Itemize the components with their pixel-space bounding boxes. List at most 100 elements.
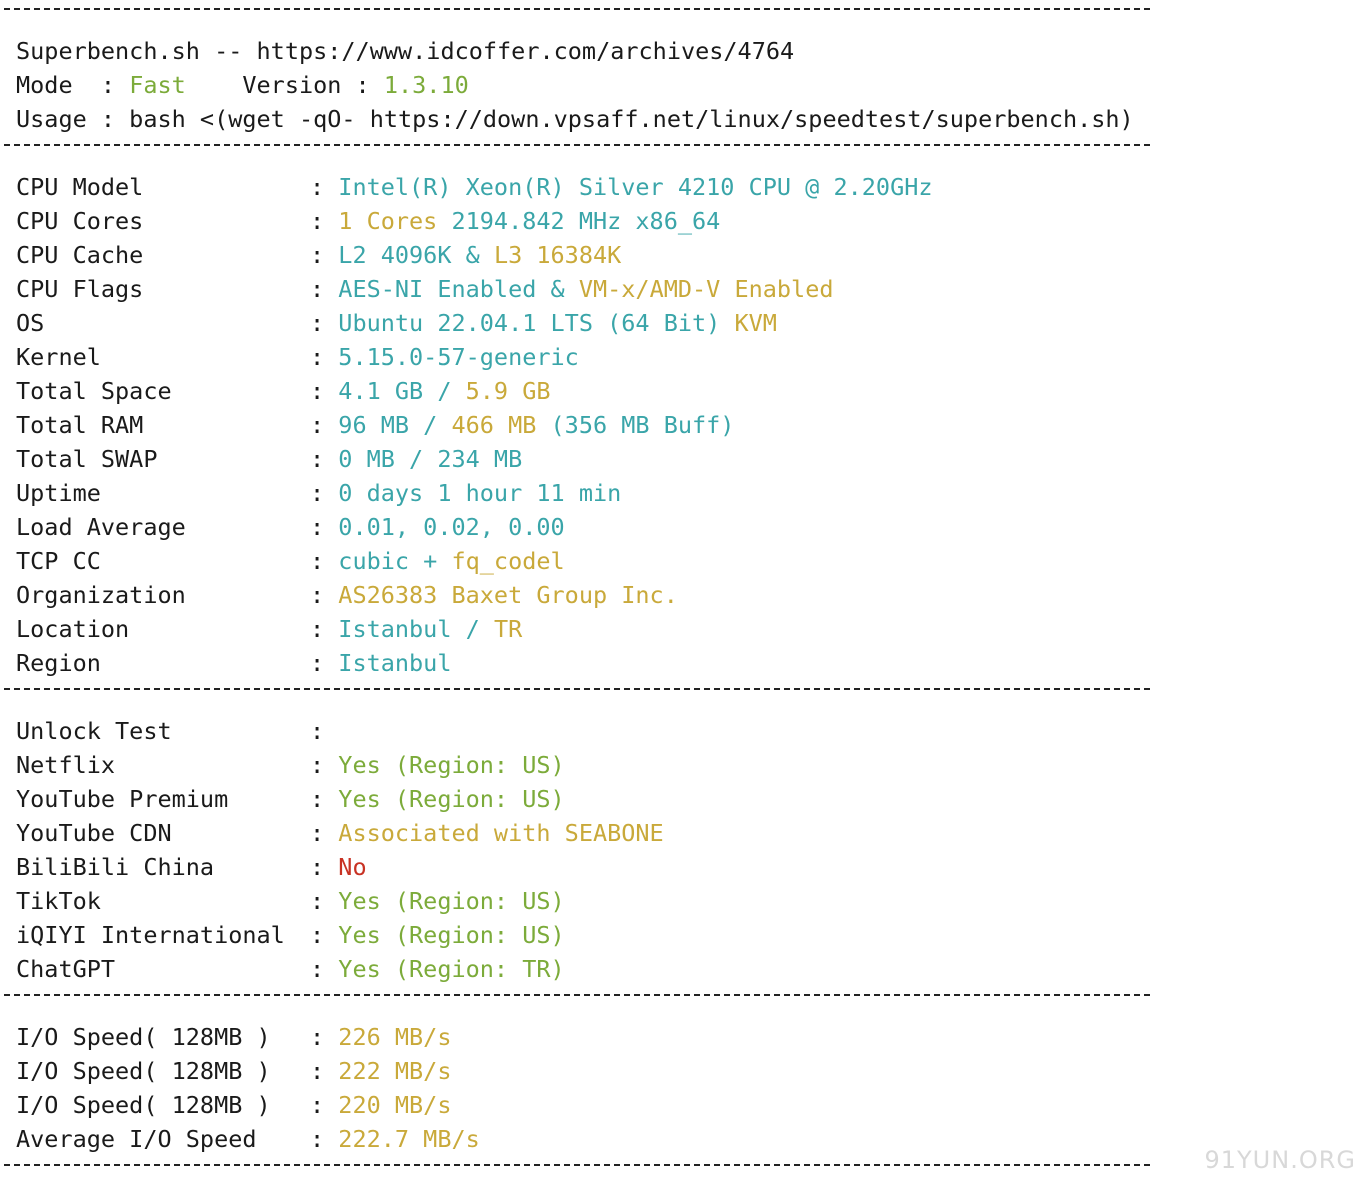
row-colon: : <box>310 785 339 813</box>
row-colon: : <box>310 547 339 575</box>
row-colon: : <box>310 241 339 269</box>
row-label: ChatGPT <box>16 955 116 983</box>
row-value: No <box>338 853 367 881</box>
row-colon: : <box>310 1125 339 1153</box>
mode-version-line: Mode : Fast Version : 1.3.10 <box>16 68 1356 102</box>
row-label: CPU Model <box>16 173 144 201</box>
row-value: 96 MB / <box>338 411 452 439</box>
sysinfo-row: Load Average: 0.01, 0.02, 0.00 <box>16 510 1356 544</box>
row-value: Yes (Region: US) <box>338 785 565 813</box>
io-speed-row: I/O Speed( 128MB ): 226 MB/s <box>16 1020 1356 1054</box>
row-value: (356 MB Buff) <box>536 411 735 439</box>
unlock-row: Unlock Test: <box>16 714 1356 748</box>
row-colon: : <box>310 343 339 371</box>
sysinfo-row: Total RAM: 96 MB / 466 MB (356 MB Buff) <box>16 408 1356 442</box>
row-value: Ubuntu 22.04.1 LTS (64 Bit) <box>338 309 735 337</box>
row-label: YouTube Premium <box>16 785 229 813</box>
row-label: Total RAM <box>16 411 144 439</box>
unlock-row: YouTube CDN: Associated with SEABONE <box>16 816 1356 850</box>
row-colon: : <box>310 717 339 745</box>
row-colon: : <box>310 887 339 915</box>
row-value: AS26383 Baxet Group Inc. <box>338 581 678 609</box>
separator-line <box>4 680 1356 714</box>
separator-line <box>4 136 1356 170</box>
row-label: CPU Cache <box>16 241 144 269</box>
row-label: YouTube CDN <box>16 819 172 847</box>
row-value: KVM <box>734 309 777 337</box>
unlock-row: TikTok: Yes (Region: US) <box>16 884 1356 918</box>
row-value: 5.15.0-57-generic <box>338 343 579 371</box>
row-colon: : <box>310 173 339 201</box>
row-value: Yes (Region: TR) <box>338 955 565 983</box>
row-colon: : <box>310 819 339 847</box>
separator-line <box>4 1156 1356 1190</box>
row-value: cubic + <box>338 547 452 575</box>
sysinfo-row: Total Space: 4.1 GB / 5.9 GB <box>16 374 1356 408</box>
row-value: L3 16384K <box>493 241 622 269</box>
row-value: Istanbul / <box>338 615 494 643</box>
row-colon: : <box>310 411 339 439</box>
unlock-row: ChatGPT: Yes (Region: TR) <box>16 952 1356 986</box>
row-label: CPU Cores <box>16 207 144 235</box>
row-value: L2 4096K & <box>338 241 494 269</box>
row-label: Uptime <box>16 479 101 507</box>
row-value: 0 days 1 hour 11 min <box>338 479 622 507</box>
row-value: Associated with SEABONE <box>338 819 664 847</box>
system-info-section: CPU Model: Intel(R) Xeon(R) Silver 4210 … <box>16 170 1356 680</box>
row-colon: : <box>310 1057 339 1085</box>
row-colon: : <box>310 1091 339 1119</box>
row-colon: : <box>310 581 339 609</box>
watermark-logo: 91YUN.ORG <box>1204 1146 1356 1174</box>
row-value: 5.9 GB <box>465 377 551 405</box>
sysinfo-row: CPU Model: Intel(R) Xeon(R) Silver 4210 … <box>16 170 1356 204</box>
row-value: 226 MB/s <box>338 1023 452 1051</box>
row-colon: : <box>310 751 339 779</box>
sysinfo-row: CPU Flags: AES-NI Enabled & VM-x/AMD-V E… <box>16 272 1356 306</box>
row-label: iQIYI International <box>16 921 285 949</box>
row-colon: : <box>310 479 339 507</box>
usage-line: Usage : bash <(wget -qO- https://down.vp… <box>16 105 1134 133</box>
sysinfo-row: CPU Cache: L2 4096K & L3 16384K <box>16 238 1356 272</box>
version-value: 1.3.10 <box>383 71 469 99</box>
row-label: Netflix <box>16 751 116 779</box>
row-label: TCP CC <box>16 547 101 575</box>
sysinfo-row: OS: Ubuntu 22.04.1 LTS (64 Bit) KVM <box>16 306 1356 340</box>
sysinfo-row: Kernel: 5.15.0-57-generic <box>16 340 1356 374</box>
row-colon: : <box>310 615 339 643</box>
row-label: TikTok <box>16 887 101 915</box>
row-label: Region <box>16 649 101 677</box>
row-label: Organization <box>16 581 186 609</box>
row-label: CPU Flags <box>16 275 144 303</box>
row-value: Istanbul <box>338 649 452 677</box>
row-colon: : <box>310 377 339 405</box>
sysinfo-row: Location: Istanbul / TR <box>16 612 1356 646</box>
row-label: Total SWAP <box>16 445 158 473</box>
row-colon: : <box>310 275 339 303</box>
row-colon: : <box>310 955 339 983</box>
row-value: 0.01, 0.02, 0.00 <box>338 513 565 541</box>
unlock-row: Netflix: Yes (Region: US) <box>16 748 1356 782</box>
io-speed-row: I/O Speed( 128MB ): 220 MB/s <box>16 1088 1356 1122</box>
row-label: Kernel <box>16 343 101 371</box>
row-value: Yes (Region: US) <box>338 887 565 915</box>
mode-label: Mode : <box>16 71 130 99</box>
row-label: I/O Speed( 128MB ) <box>16 1023 271 1051</box>
mode-value: Fast <box>129 71 186 99</box>
row-value: Yes (Region: US) <box>338 751 565 779</box>
header-title-line: Superbench.sh -- https://www.idcoffer.co… <box>16 37 795 65</box>
io-speed-row: I/O Speed( 128MB ): 222 MB/s <box>16 1054 1356 1088</box>
row-label: Unlock Test <box>16 717 172 745</box>
row-value: 0 MB / 234 MB <box>338 445 523 473</box>
row-value: 4.1 GB / <box>338 377 466 405</box>
row-colon: : <box>310 309 339 337</box>
row-value: 1 Cores <box>338 207 452 235</box>
unlock-row: BiliBili China: No <box>16 850 1356 884</box>
row-colon: : <box>310 513 339 541</box>
separator-line <box>4 0 1356 34</box>
row-label: Location <box>16 615 130 643</box>
sysinfo-row: TCP CC: cubic + fq_codel <box>16 544 1356 578</box>
sysinfo-row: Total SWAP: 0 MB / 234 MB <box>16 442 1356 476</box>
row-value: AES-NI Enabled & <box>338 275 579 303</box>
unlock-test-section: Unlock Test: Netflix: Yes (Region: US) Yo… <box>16 714 1356 986</box>
row-label: Load Average <box>16 513 186 541</box>
